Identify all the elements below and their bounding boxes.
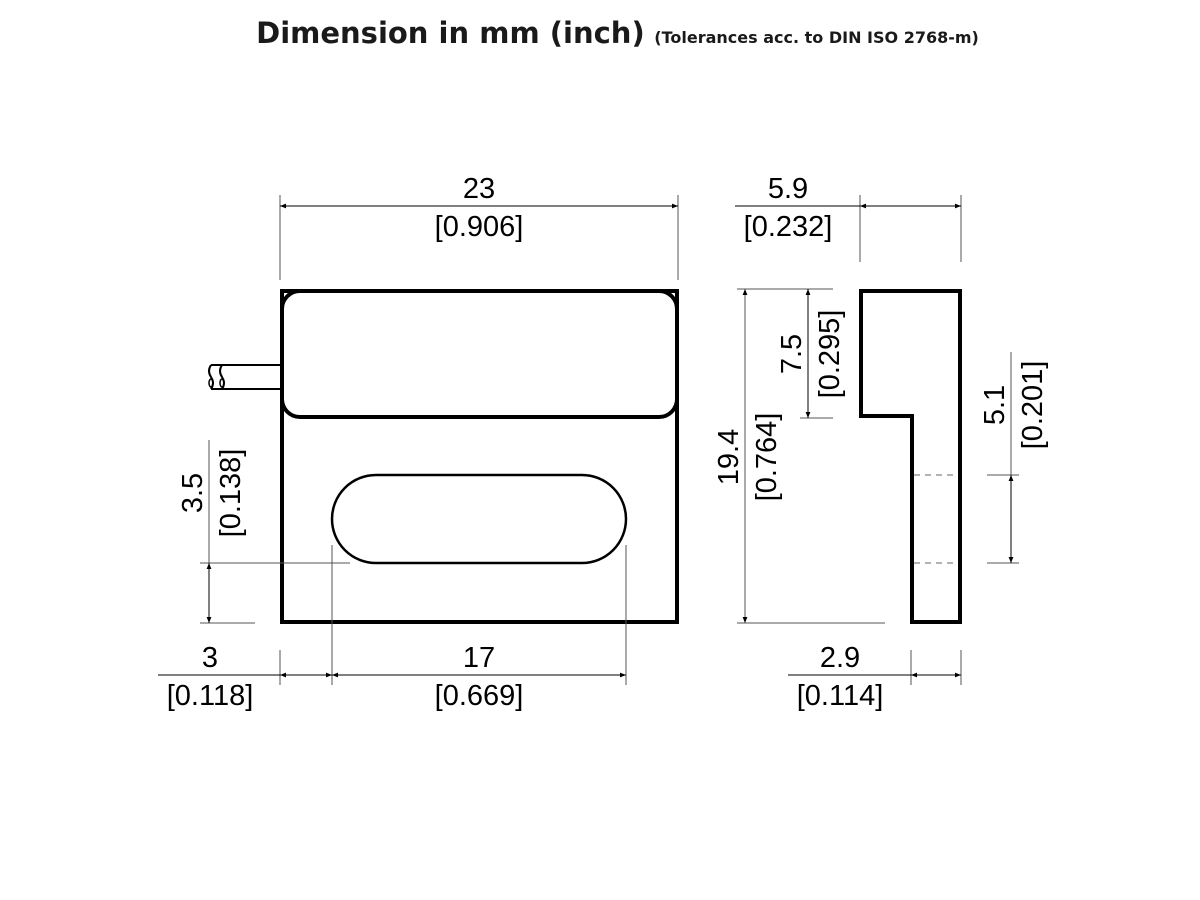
dim-width-mm: 23 (463, 173, 495, 205)
cable (208, 364, 281, 390)
front-view (208, 289, 679, 624)
dim-slot-length-inch: [0.669] (435, 680, 524, 712)
dim-height-inch: [0.764] (751, 413, 783, 502)
dim-lower-thickness-mm: 2.9 (820, 642, 860, 674)
dim-slot-offset-inch: [0.118] (167, 680, 254, 712)
dim-depth-inch: [0.232] (744, 211, 833, 243)
dim-slot-height-inch: [0.138] (215, 449, 247, 538)
dim-width-23: 23 [0.906] (279, 173, 679, 280)
dim-upper-7-5: 7.5 [0.295] (776, 289, 846, 419)
dim-slot-length-mm: 17 (463, 642, 495, 674)
side-profile-outline (859, 289, 962, 624)
dim-slot-height-3-5: 3.5 [0.138] (177, 440, 350, 624)
dim-slot-offset-mm: 3 (202, 642, 218, 674)
drawing-title: Dimension in mm (inch) (Tolerances acc. … (0, 16, 1200, 50)
dim-lower-thickness-2-9: 2.9 [0.114] (788, 642, 962, 712)
dim-lower-thickness-inch: [0.114] (797, 680, 884, 712)
dim-slot-height-mm: 3.5 (177, 473, 209, 513)
dim-height-19-4: 19.4 [0.764] (713, 288, 885, 624)
side-view (859, 289, 962, 624)
dim-upper-mm: 7.5 (776, 334, 808, 374)
dim-upper-inch: [0.295] (814, 310, 846, 399)
dim-depth-mm: 5.9 (768, 173, 808, 205)
dim-depth-5-9: 5.9 [0.232] (735, 173, 962, 262)
dim-slot-offset-3: 3 [0.118] (158, 642, 332, 712)
dim-height-mm: 19.4 (713, 429, 745, 485)
dim-width-inch: [0.906] (435, 211, 524, 243)
dim-slot-length-17: 17 [0.669] (332, 642, 626, 712)
upper-block (280, 289, 679, 419)
dim-slot-span-inch: [0.201] (1017, 361, 1049, 450)
mounting-slot (330, 473, 628, 565)
title-tolerance-note: (Tolerances acc. to DIN ISO 2768-m) (654, 28, 979, 47)
dim-slot-span-5-1: 5.1 [0.201] (979, 352, 1049, 564)
title-main: Dimension in mm (inch) (256, 16, 645, 50)
dim-slot-span-mm: 5.1 (979, 385, 1011, 425)
